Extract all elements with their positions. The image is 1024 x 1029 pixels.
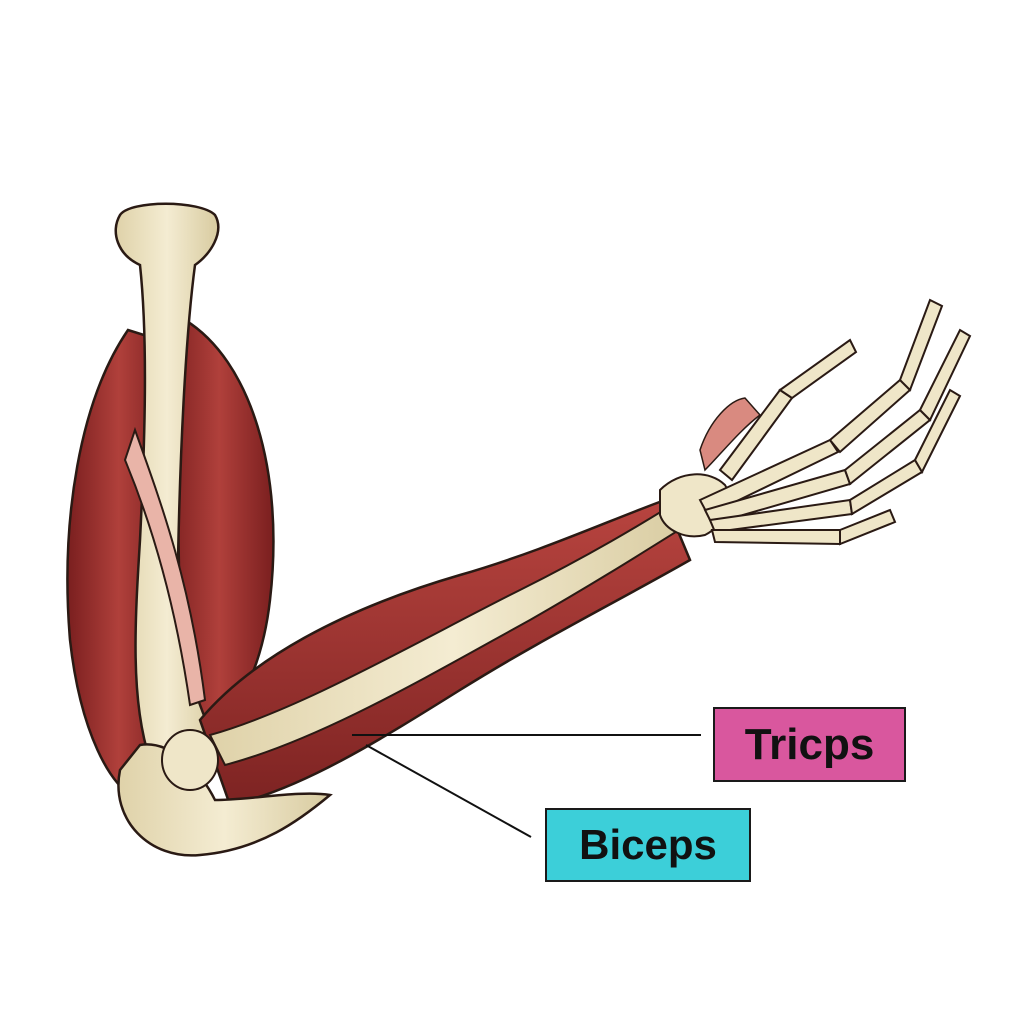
- triceps-label: Tricps: [713, 707, 906, 782]
- biceps-label: Biceps: [545, 808, 751, 882]
- hand-bones: [698, 298, 972, 546]
- forearm-radius-bone: [208, 498, 697, 767]
- biceps-tendon-strap: [123, 426, 207, 707]
- elbow-condyle: [161, 729, 219, 791]
- biceps-leader-line: [365, 744, 532, 838]
- thumb-muscle: [699, 397, 762, 472]
